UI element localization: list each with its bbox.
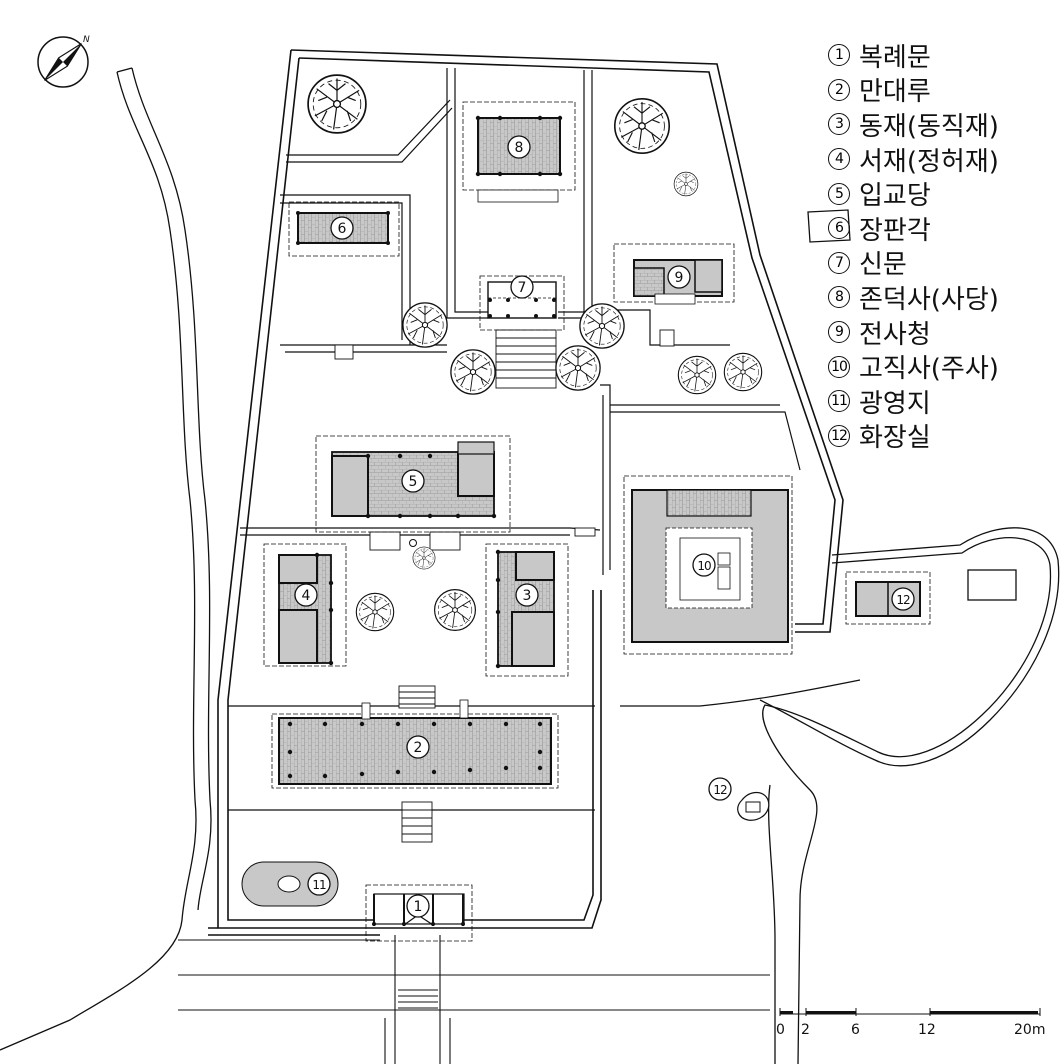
trees <box>307 74 763 632</box>
marker-9: 9 <box>667 265 691 289</box>
legend-name: 존덕사(사당) <box>859 284 999 315</box>
legend-item: 9 전사청 <box>828 315 999 350</box>
legend-name: 광영지 <box>859 388 931 419</box>
legend-item: 5 입교당 <box>828 176 999 211</box>
legend-number: 2 <box>828 78 850 101</box>
legend-name: 화장실 <box>859 423 931 454</box>
legend-item: 4 서재(정허재) <box>828 142 999 177</box>
svg-text:7: 7 <box>518 280 527 296</box>
stairs <box>334 329 675 843</box>
marker-4: 4 <box>294 583 318 607</box>
legend-number: 6 <box>828 217 850 240</box>
left-path <box>0 67 212 1051</box>
marker-3: 3 <box>515 583 539 607</box>
marker-11: 11 <box>307 872 331 896</box>
marker-6: 6 <box>330 216 354 240</box>
marker-7: 7 <box>510 275 534 299</box>
svg-text:9: 9 <box>675 270 684 286</box>
scale-label-12: 12 <box>918 1022 936 1038</box>
marker-12a: 12 <box>891 587 915 611</box>
svg-text:3: 3 <box>523 588 532 604</box>
legend-name: 신문 <box>859 250 907 281</box>
columns <box>287 115 563 926</box>
scale-label-20m: 20m <box>1014 1022 1045 1038</box>
legend-item: 7 신문 <box>828 246 999 281</box>
legend-name: 복례문 <box>859 42 931 73</box>
svg-text:1: 1 <box>414 899 423 915</box>
scale-label-2: 2 <box>801 1022 810 1038</box>
marker-10: 10 <box>692 553 716 577</box>
legend-number: 9 <box>828 321 850 344</box>
svg-text:12: 12 <box>713 783 727 797</box>
marker-12b: 12 <box>708 777 732 801</box>
legend-number: 10 <box>828 355 850 378</box>
svg-text:11: 11 <box>312 878 326 892</box>
scale-bar: 0 2 6 12 20m <box>776 1008 1045 1038</box>
legend-number: 5 <box>828 182 850 205</box>
svg-text:12: 12 <box>896 593 910 607</box>
north-label: N <box>83 35 90 45</box>
legend-name: 입교당 <box>859 181 931 212</box>
scale-label-0: 0 <box>776 1022 785 1038</box>
svg-text:6: 6 <box>338 221 347 237</box>
svg-text:5: 5 <box>409 474 418 490</box>
legend-item: 2 만대루 <box>828 73 999 108</box>
svg-text:2: 2 <box>414 740 423 756</box>
legend-name: 장판각 <box>859 215 931 246</box>
legend-number: 8 <box>828 286 850 309</box>
inner-walls <box>228 68 861 811</box>
legend-name: 만대루 <box>859 77 931 108</box>
plan-markers: 1 2 3 4 5 6 7 8 9 10 11 12 12 <box>294 135 915 918</box>
legend-name: 전사청 <box>859 319 931 350</box>
legend-number: 11 <box>828 390 850 413</box>
legend-name: 서재(정허재) <box>859 146 999 177</box>
legend-number: 12 <box>828 424 850 447</box>
legend-item: 6 장판각 <box>828 211 999 246</box>
legend-number: 4 <box>828 148 850 171</box>
legend-name: 고직사(주사) <box>859 354 999 385</box>
legend-name: 동재(동직재) <box>859 111 999 142</box>
svg-text:8: 8 <box>515 140 524 156</box>
approach <box>178 935 770 1064</box>
legend-item: 11 광영지 <box>828 384 999 419</box>
svg-text:10: 10 <box>697 559 711 573</box>
legend-item: 8 존덕사(사당) <box>828 280 999 315</box>
marker-1: 1 <box>406 894 430 918</box>
marker-5: 5 <box>401 469 425 493</box>
legend-item: 10 고직사(주사) <box>828 349 999 384</box>
legend-number: 3 <box>828 113 850 136</box>
marker-8: 8 <box>507 135 531 159</box>
legend-item: 1 복례문 <box>828 38 999 73</box>
legend-number: 1 <box>828 44 850 67</box>
svg-text:4: 4 <box>302 588 311 604</box>
legend-number: 7 <box>828 251 850 274</box>
buildings <box>241 101 931 942</box>
marker-2: 2 <box>406 735 430 759</box>
legend-item: 3 동재(동직재) <box>828 107 999 142</box>
north-arrow-icon: N <box>37 35 90 88</box>
scale-label-6: 6 <box>851 1022 860 1038</box>
legend-item: 12 화장실 <box>828 419 999 454</box>
